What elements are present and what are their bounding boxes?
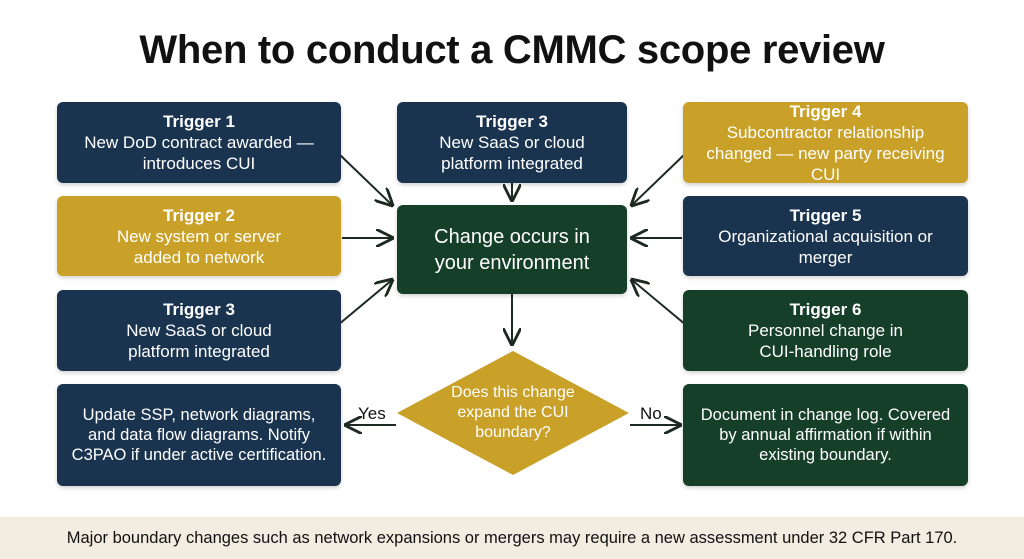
no-label: No (640, 404, 662, 423)
trigger-5-heading: Trigger 5 (789, 205, 862, 225)
trigger-6-text: Personnel change in CUI-handling role (747, 321, 903, 361)
trigger-1-box: Trigger 1 New DoD contract awarded — int… (57, 102, 341, 183)
change-occurs-box: Change occurs in your environment (397, 205, 627, 294)
trigger-3-left-text: New SaaS or cloud platform integrated (126, 321, 272, 361)
trigger-4-text: Subcontractor relationship changed — new… (706, 122, 945, 184)
arrow-t3a-to-center (337, 280, 392, 326)
trigger-3-left-box: Trigger 3 New SaaS or cloud platform int… (57, 290, 341, 371)
trigger-2-heading: Trigger 2 (163, 205, 235, 225)
trigger-6-box: Trigger 6 Personnel change in CUI-handli… (683, 290, 968, 371)
trigger-5-text: Organizational acquisition or merger (718, 226, 933, 267)
arrow-t4-to-center (632, 152, 687, 205)
yes-label: Yes (358, 404, 386, 423)
no-outcome-box: Document in change log. Covered by annua… (683, 384, 968, 486)
change-occurs-text: Change occurs in your environment (434, 225, 590, 274)
trigger-2-text: New system or server added to network (116, 226, 282, 267)
arrow-t1-to-center (337, 152, 392, 205)
trigger-3-left-heading: Trigger 3 (163, 300, 235, 319)
trigger-3-top-box: Trigger 3 New SaaS or cloud platform int… (397, 102, 627, 183)
trigger-5-box: Trigger 5 Organizational acquisition or … (683, 196, 968, 276)
footer-text: Major boundary changes such as network e… (66, 528, 958, 547)
trigger-4-heading: Trigger 4 (789, 101, 862, 121)
trigger-1-heading: Trigger 1 (163, 112, 235, 131)
no-outcome-text: Document in change log. Covered by annua… (700, 406, 951, 464)
footer-note: Major boundary changes such as network e… (0, 517, 1024, 559)
decision-diamond-shape (397, 351, 629, 475)
decision-diamond: Does this change expand the CUI boundary… (396, 350, 630, 476)
trigger-6-heading: Trigger 6 (789, 300, 862, 319)
trigger-3-top-heading: Trigger 3 (476, 112, 548, 131)
trigger-2-box: Trigger 2 New system or server added to … (57, 196, 341, 276)
trigger-4-box: Trigger 4 Subcontractor relationship cha… (683, 101, 968, 184)
trigger-1-text: New DoD contract awarded — introduces CU… (84, 133, 314, 173)
trigger-3-top-text: New SaaS or cloud platform integrated (439, 133, 585, 173)
decision-question: Does this change expand the CUI boundary… (451, 384, 575, 441)
arrow-t6-to-center (632, 280, 687, 326)
yes-outcome-box: Update SSP, network diagrams, and data f… (57, 384, 341, 486)
yes-outcome-text: Update SSP, network diagrams, and data f… (71, 406, 327, 464)
diagram-title: When to conduct a CMMC scope review (139, 28, 885, 72)
